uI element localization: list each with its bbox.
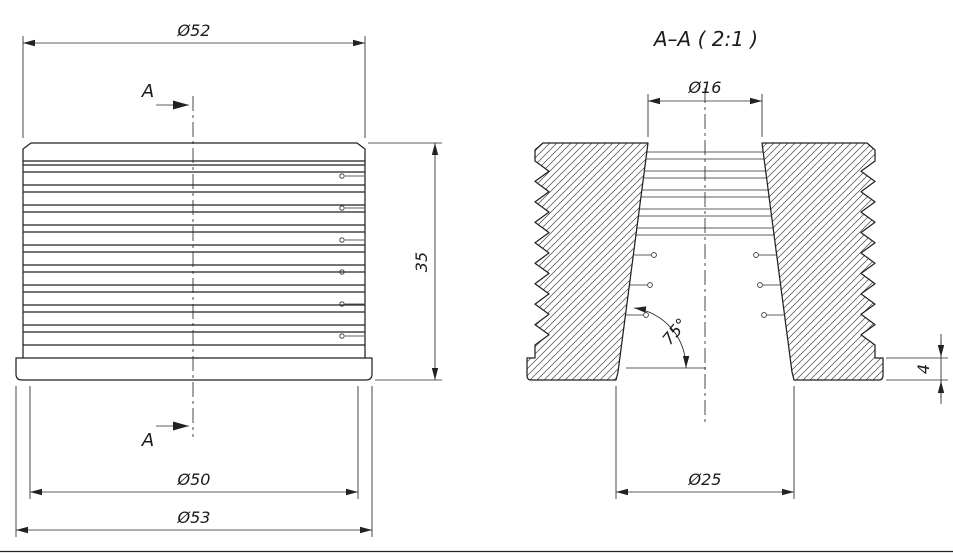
section-arrow-top: A	[141, 81, 189, 110]
dim-taper-angle: 75°	[626, 306, 706, 369]
dim-bore-top-label: Ø16	[688, 78, 722, 97]
rib-runout-ticks	[339, 173, 364, 339]
dim-top-diameter-label: Ø52	[177, 21, 211, 40]
section-mark-top-label: A	[141, 81, 154, 102]
flange-outline	[15, 357, 373, 381]
body-outline	[22, 142, 366, 359]
left-view: A A Ø52 35 Ø50	[15, 21, 442, 537]
dim-body-diameter: Ø50	[29, 386, 359, 499]
section-arrow-bottom: A	[141, 421, 189, 451]
dim-bore-bottom-label: Ø25	[688, 470, 722, 489]
dim-flange-diameter-label: Ø53	[177, 508, 211, 527]
dim-height-label: 35	[412, 252, 431, 272]
dim-bore-top: Ø16	[647, 78, 763, 137]
dim-top-diameter: Ø52	[22, 21, 366, 138]
section-mark-bottom-label: A	[141, 430, 154, 451]
dim-body-diameter-label: Ø50	[177, 470, 211, 489]
section-view-title: A–A ( 2:1 )	[652, 27, 758, 51]
section-wall-right	[761, 142, 884, 381]
dim-flange-height-label: 4	[914, 364, 933, 374]
dim-taper-angle-label: 75°	[658, 314, 691, 348]
dim-flange-diameter: Ø53	[15, 386, 373, 537]
dim-bore-bottom: Ø25	[615, 386, 795, 499]
groove-lines	[23, 164, 365, 333]
section-wall-left	[526, 142, 649, 381]
section-view: A–A ( 2:1 ) Ø16	[526, 27, 948, 499]
dim-flange-height: 4	[886, 334, 948, 404]
dim-height: 35	[368, 142, 442, 381]
